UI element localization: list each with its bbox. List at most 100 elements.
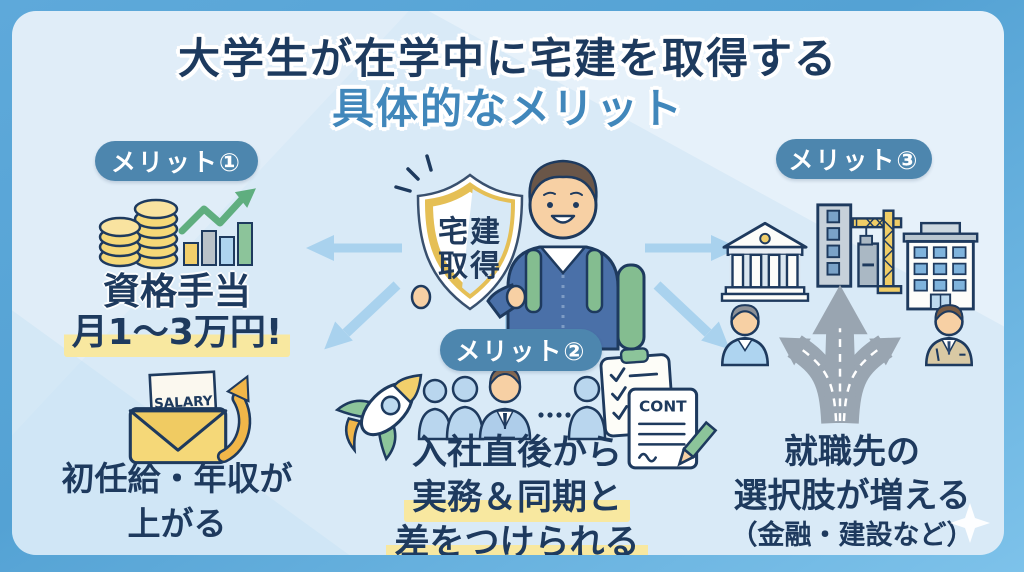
colleagues-icon: [417, 366, 607, 441]
road-up-head: [812, 284, 868, 335]
merit3-line3: （金融・建設など）: [730, 520, 974, 551]
window: [913, 262, 928, 276]
backpack-strap-right: [585, 248, 604, 314]
shield-label-line1: 宅建: [438, 215, 502, 250]
lead-tie: [503, 413, 507, 429]
contract-icon: CONT: [627, 387, 718, 470]
construction-crane-icon: [816, 203, 903, 295]
check-row: [609, 367, 659, 383]
road-left-head: [779, 337, 811, 366]
merit1-sub1: 初任給・年収が: [61, 459, 293, 498]
lapel-line: [935, 348, 940, 362]
window: [826, 244, 841, 259]
branching-roads-icon: [779, 284, 901, 424]
window: [952, 262, 967, 276]
rise-arrow-head: [225, 374, 250, 403]
coin-stacks-and-growth-chart: [98, 188, 256, 270]
crane-base: [876, 285, 903, 295]
window: [826, 262, 841, 276]
merit3-badge: メリット③: [776, 139, 932, 179]
envelope-flap: [128, 409, 228, 452]
arrow-downright-head: [701, 321, 730, 350]
colleague-head: [451, 375, 479, 403]
student-hair: [528, 159, 598, 202]
signature-squiggle: [638, 452, 657, 463]
takken-shield-icon: 宅建 取得: [416, 173, 524, 311]
eye: [547, 202, 553, 208]
backpack-strap-left: [524, 248, 543, 314]
window: [932, 262, 948, 276]
window: [826, 209, 841, 224]
arrow-left-head: [306, 235, 334, 261]
merit2-line2: 実務＆同期と: [352, 469, 682, 522]
window: [952, 246, 967, 259]
arrow-right-shaft: [645, 243, 713, 253]
growth-arrow-head: [234, 188, 256, 208]
pencil-icon: [677, 420, 718, 467]
hand: [410, 284, 432, 310]
office-penthouse: [920, 221, 962, 235]
merit1-sub2: 上がる: [127, 504, 227, 543]
gap-dots: [538, 412, 571, 418]
salary-envelope-icon: SALARY: [128, 370, 252, 465]
content-panel: 大学生が在学中に宅建を取得する 具体的なメリット メリット① メリット② メリッ…: [12, 11, 1004, 555]
casual-person-icon: [720, 304, 770, 367]
backpack-icon: [616, 263, 646, 351]
business-hair: [934, 304, 964, 324]
merit1-badge: メリット①: [95, 141, 258, 181]
window: [913, 246, 928, 259]
jib-lattice: [855, 217, 885, 228]
shield-label-line2: 取得: [438, 249, 502, 284]
smile: [550, 214, 576, 224]
sparkle-emphasis-icon: [394, 154, 433, 193]
contract-sheet: [627, 387, 699, 470]
rise-arrow-icon: [219, 394, 249, 461]
business-tie: [947, 341, 951, 355]
window: [932, 246, 948, 259]
casual-collar: [736, 338, 754, 352]
window: [952, 279, 967, 292]
arrow-downright-shaft: [653, 281, 712, 337]
window: [826, 227, 841, 241]
bank-base: [720, 292, 810, 302]
page-title-line1: 大学生が在学中に宅建を取得する: [177, 34, 838, 83]
rocket-flame: [344, 416, 363, 455]
page-title-line2: 具体的なメリット: [331, 84, 684, 133]
crane-load: [859, 234, 874, 246]
mast-lattice: [882, 219, 895, 279]
arrow-left-shaft: [332, 243, 402, 253]
arrow-downleft-shaft: [342, 281, 401, 337]
clipboard-clip: [619, 347, 650, 365]
hand: [505, 284, 527, 310]
merit3-line1: 就職先の: [784, 432, 920, 472]
merit2-line3-text: 差をつけられる: [386, 523, 648, 555]
window: [913, 279, 928, 292]
merit2-line1: 入社直後から: [411, 433, 622, 473]
bank-icon: [720, 221, 810, 302]
bank-column: [731, 253, 745, 289]
merit1-heading: 資格手当: [103, 270, 251, 313]
merit3-line2: 選択肢が増える: [733, 476, 971, 516]
rocket-icon: [334, 373, 423, 462]
window: [932, 279, 948, 292]
merit2-badge: メリット②: [440, 329, 602, 371]
office-building-icon: [902, 221, 979, 311]
road-dash-left: [801, 349, 838, 422]
sparkle-icon: [950, 503, 990, 543]
eyebrows: [543, 191, 583, 196]
colleague-head: [422, 378, 448, 404]
rocket-window: [380, 395, 401, 416]
peer-head: [573, 375, 601, 403]
growth-arrow-line: [178, 195, 246, 235]
arrow-downleft-head: [324, 321, 353, 350]
business-person-icon: [924, 304, 974, 367]
bank-emblem: [759, 232, 771, 245]
merit1-allowance: 月1〜3万円!: [12, 303, 342, 357]
merit1-allowance-text: 月1〜3万円!: [63, 312, 291, 357]
road-dash-right: [842, 349, 879, 422]
merit2-line3: 差をつけられる: [352, 514, 682, 555]
merit2-line2-text: 実務＆同期と: [403, 478, 630, 522]
coin-stacks-icon: [98, 198, 179, 270]
student-with-shield-illustration: 宅建 取得: [394, 154, 646, 351]
